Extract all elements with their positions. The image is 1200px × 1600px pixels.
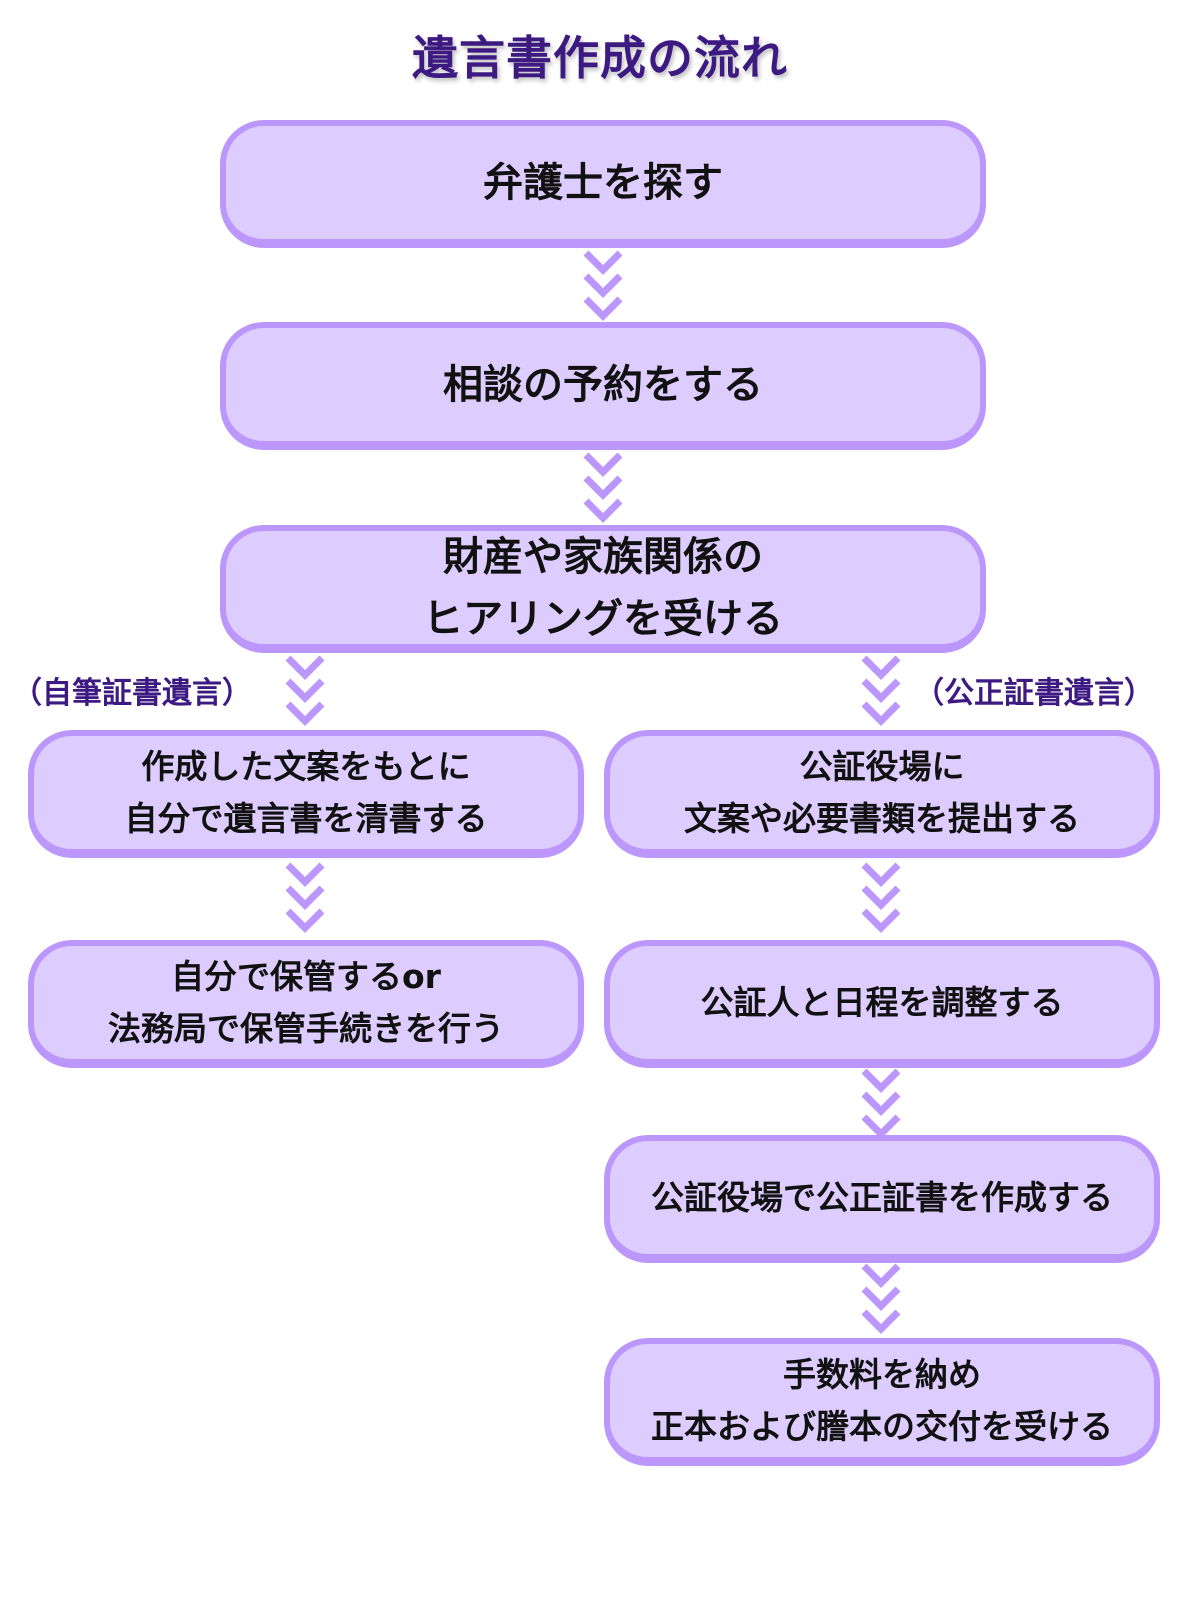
step-text: 公証人と日程を調整する xyxy=(700,982,1064,1022)
triple-chevron-down-icon xyxy=(285,655,325,726)
step-text: 公証役場で公正証書を作成する xyxy=(651,1177,1113,1217)
step-find-lawyer: 弁護士を探す xyxy=(220,120,986,248)
triple-chevron-down-icon xyxy=(861,1263,901,1334)
step-text: 作成した文案をもとに 自分で遺言書を清書する xyxy=(124,746,488,838)
step-book-consultation: 相談の予約をする xyxy=(220,322,986,450)
step-hearing: 財産や家族関係の ヒアリングを受ける xyxy=(220,525,986,653)
step-text: 弁護士を探す xyxy=(483,159,723,206)
step-text: 自分で保管するor 法務局で保管手続きを行う xyxy=(108,956,504,1048)
step-submit-documents: 公証役場に 文案や必要書類を提出する xyxy=(604,730,1160,858)
triple-chevron-down-icon xyxy=(861,655,901,726)
triple-chevron-down-icon xyxy=(861,862,901,933)
step-pay-and-receive: 手数料を納め 正本および謄本の交付を受ける xyxy=(604,1338,1160,1466)
step-store-will: 自分で保管するor 法務局で保管手続きを行う xyxy=(28,940,584,1068)
triple-chevron-down-icon xyxy=(861,1068,901,1139)
branch-label-notarial: （公正証書遺言） xyxy=(914,676,1154,711)
step-write-will: 作成した文案をもとに 自分で遺言書を清書する xyxy=(28,730,584,858)
triple-chevron-down-icon xyxy=(285,862,325,933)
step-text: 相談の予約をする xyxy=(443,361,763,408)
branch-label-holographic: （自筆証書遺言） xyxy=(12,676,252,711)
triple-chevron-down-icon xyxy=(583,452,623,523)
triple-chevron-down-icon xyxy=(583,250,623,321)
step-text: 公証役場に 文案や必要書類を提出する xyxy=(684,746,1080,838)
step-schedule-notary: 公証人と日程を調整する xyxy=(604,940,1160,1068)
page-title: 遺言書作成の流れ xyxy=(412,31,788,85)
step-create-notarial-deed: 公証役場で公正証書を作成する xyxy=(604,1135,1160,1263)
step-text: 財産や家族関係の ヒアリングを受ける xyxy=(423,533,783,642)
step-text: 手数料を納め 正本および謄本の交付を受ける xyxy=(651,1354,1113,1446)
